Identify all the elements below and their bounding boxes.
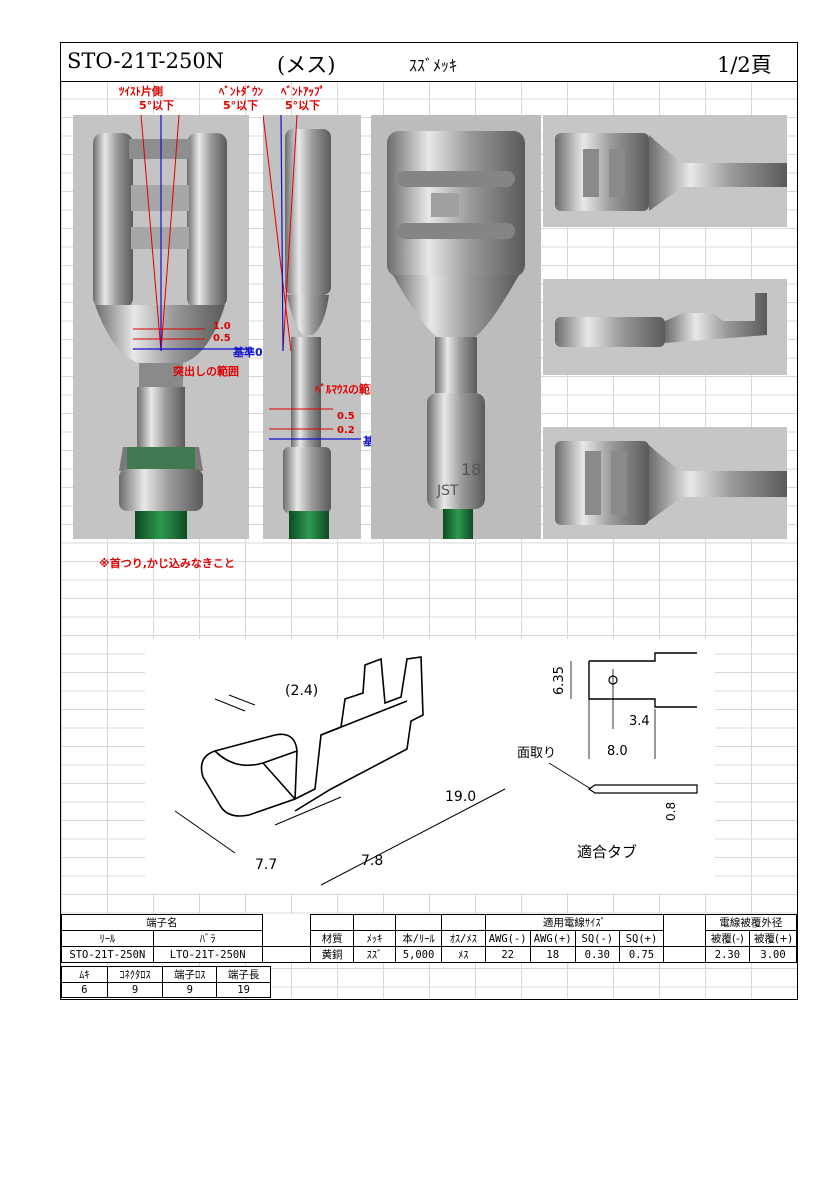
col-strip: ﾑｷ [61, 966, 108, 983]
chamfer-label: 面取り [517, 746, 556, 761]
cell-term-loss: 9 [162, 982, 218, 998]
mating-tab-drawing: 6.35 3.4 8.0 面取り 0.8 適合タブ [517, 652, 698, 861]
col-conn-loss: ｺﾈｸﾀﾛｽ [106, 966, 164, 983]
cell-conn-loss: 9 [106, 982, 164, 998]
dim-1-0: 1.0 [213, 321, 231, 332]
cell-gender: ﾒｽ [441, 946, 486, 963]
col-terminal-name: 端子名 [61, 914, 263, 931]
twist-value: 5°以下 [139, 99, 175, 112]
bend-up-label: ﾍﾞﾝﾄｱｯﾌﾟ [281, 85, 325, 98]
terminal-isometric [200, 656, 424, 817]
stamp-18: 18 [461, 460, 481, 479]
cell-awg-max: 18 [529, 946, 576, 963]
tab-caption: 適合タブ [577, 843, 637, 861]
cell-awg-min: 22 [484, 946, 531, 963]
cell-strip: 6 [61, 982, 108, 998]
col-plating: ﾒｯｷ [352, 930, 397, 947]
photo-top-detail [543, 115, 787, 227]
tab-dim-6-35: 6.35 [552, 666, 567, 695]
gender-label: (メス) [277, 53, 336, 77]
dim-19-0: 19.0 [445, 789, 476, 805]
cell-sq-min: 0.30 [574, 946, 620, 963]
cell-term-len: 19 [216, 982, 271, 998]
col-material: 材質 [310, 930, 354, 947]
note-text: ※首つり,かじ込みなきこと [99, 557, 235, 570]
col-awg-min: AWG(-) [484, 930, 531, 947]
dim-7-8: 7.8 [361, 853, 383, 869]
ref-zero-left: 基準0 [233, 346, 263, 359]
sheet-header: STO-21T-250N (メス) ｽｽﾞﾒｯｷ 1/2頁 [61, 43, 797, 82]
photo-side-view [263, 115, 361, 539]
col-awg-max: AWG(+) [529, 930, 576, 947]
plating-label: ｽｽﾞﾒｯｷ [409, 56, 458, 75]
bend-up-value: 5°以下 [285, 99, 321, 112]
bellmouth-range: ﾍﾞﾙﾏｳｽの範囲 [315, 383, 381, 396]
bend-down-label: ﾍﾞﾝﾄﾀﾞｳﾝ [219, 85, 263, 98]
photo-side-detail [543, 279, 787, 375]
col-reel: ﾘｰﾙ [61, 930, 154, 947]
page-number: 1/2頁 [717, 53, 772, 77]
tab-dim-3-4: 3.4 [629, 714, 650, 729]
part-number: STO-21T-250N [67, 49, 225, 73]
dim-0-5-right: 0.5 [337, 411, 355, 422]
col-wire-size: 適用電線ｻｲｽﾞ [484, 914, 665, 931]
cell-per-reel: 5,000 [394, 946, 443, 963]
col-od-max: 被覆(+) [749, 930, 797, 947]
technical-drawing: (2.4) 7.7 7.8 19.0 6.35 3.4 8.0 面取り 0.8 … [145, 639, 715, 893]
col-gender: ｵｽ/ﾒｽ [441, 930, 486, 947]
col-term-len: 端子長 [216, 966, 271, 983]
dim-7-7: 7.7 [255, 857, 277, 873]
table-header-row-2: ﾘｰﾙ ﾊﾞﾗ 材質 ﾒｯｷ 本/ﾘｰﾙ ｵｽ/ﾒｽ AWG(-) AWG(+)… [61, 930, 797, 947]
tab-dim-0-8: 0.8 [664, 802, 678, 821]
spec-sheet: STO-21T-250N (メス) ｽｽﾞﾒｯｷ 1/2頁 ﾂｲｽﾄ片側 5°以… [60, 42, 798, 1000]
col-sq-max: SQ(+) [618, 930, 665, 947]
cell-material: 黄銅 [310, 946, 354, 963]
stamp-jst: JST [436, 483, 459, 499]
cell-sq-max: 0.75 [618, 946, 665, 963]
table-row: STO-21T-250N LTO-21T-250N 黄銅 ｽｽﾞ 5,000 ﾒ… [61, 946, 797, 963]
bend-down-value: 5°以下 [223, 99, 259, 112]
photo-bottom-detail [543, 427, 787, 539]
cell-reel: STO-21T-250N [61, 946, 154, 963]
col-insulation-od: 電線被覆外径 [704, 914, 798, 931]
cell-bulk: LTO-21T-250N [152, 946, 263, 963]
col-term-loss: 端子ﾛｽ [162, 966, 218, 983]
table-header-row-1: 端子名 適用電線ｻｲｽﾞ 電線被覆外径 [61, 914, 798, 931]
loss-table: ﾑｷ ｺﾈｸﾀﾛｽ 端子ﾛｽ 端子長 6 9 9 19 [61, 966, 271, 998]
dim-2-4: (2.4) [285, 683, 318, 699]
col-od-min: 被覆(-) [704, 930, 751, 947]
tab-dim-8-0: 8.0 [607, 744, 628, 759]
loss-header-row: ﾑｷ ｺﾈｸﾀﾛｽ 端子ﾛｽ 端子長 [61, 966, 271, 983]
col-bulk: ﾊﾞﾗ [152, 930, 263, 947]
photo-back-view: 18 JST [371, 115, 541, 539]
col-per-reel: 本/ﾘｰﾙ [394, 930, 443, 947]
protrusion-range: 突出しの範囲 [173, 365, 239, 378]
loss-value-row: 6 9 9 19 [61, 982, 271, 998]
col-sq-min: SQ(-) [574, 930, 620, 947]
spec-table: 端子名 適用電線ｻｲｽﾞ 電線被覆外径 ﾘｰﾙ ﾊﾞﾗ 材質 ﾒｯｷ 本/ﾘｰﾙ… [61, 914, 798, 963]
photo-front-view [73, 115, 249, 539]
dim-0-2: 0.2 [337, 425, 355, 436]
dim-0-5-left: 0.5 [213, 333, 231, 344]
twist-label: ﾂｲｽﾄ片側 [119, 85, 163, 98]
cell-od-min: 2.30 [704, 946, 751, 963]
cell-od-max: 3.00 [749, 946, 797, 963]
cell-plating: ｽｽﾞ [352, 946, 397, 963]
